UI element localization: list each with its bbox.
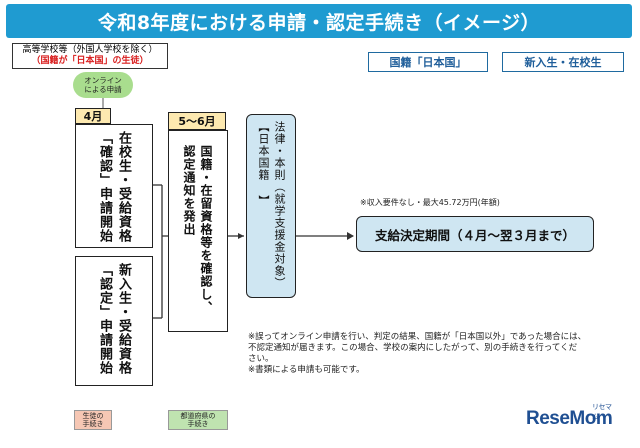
payment-period-box: 支給決定期間（４月〜翌３月まで） bbox=[356, 216, 594, 252]
note-line: 不認定通知が届きます。この場合、学校の案内にしたがって、別の手続きを行ってくだ bbox=[248, 343, 578, 353]
new-students-text: 新入生・受給資格「認定」申請開始 bbox=[97, 263, 131, 375]
arrowhead-final bbox=[347, 232, 354, 240]
income-note: ※収入要件なし・最大45.72万円(年額) bbox=[360, 198, 500, 207]
existing-students-text: 在校生・受給資格「確認」申請開始 bbox=[97, 131, 131, 243]
legend-prefecture-label: 都道府県の手続き bbox=[180, 412, 216, 428]
tag-students: 新入生・在校生 bbox=[502, 52, 624, 72]
existing-students-box: 在校生・受給資格「確認」申請開始 bbox=[75, 124, 153, 248]
payment-period-text: 支給決定期間（４月〜翌３月まで） bbox=[374, 227, 575, 243]
note-line: ※書類による申請も可能です。 bbox=[248, 365, 365, 375]
note-line: ※誤ってオンライン申請を行い、判定の結果、国籍が「日本国以外」であった場合には、 bbox=[248, 332, 587, 342]
tag-nationality: 国籍「日本国」 bbox=[368, 52, 488, 72]
arrowhead-step3 bbox=[238, 233, 244, 239]
subject-line1: 高等学校等（外国人学校を除く） bbox=[22, 45, 158, 55]
prefecture-review-box: 国籍・在留資格等を確認し、認定通知を発出 bbox=[168, 130, 228, 332]
logo-subtext: リセマム bbox=[592, 404, 612, 421]
month-label-may-june: 5〜6月 bbox=[168, 112, 226, 130]
legend-student-label: 生徒の手続き bbox=[82, 412, 104, 428]
legend-prefecture: 都道府県の手続き bbox=[168, 410, 228, 430]
page-title: 令和8年度における申請・認定手続き（イメージ） bbox=[6, 4, 632, 38]
new-students-box: 新入生・受給資格「認定」申請開始 bbox=[75, 256, 153, 386]
note-line: さい。 bbox=[248, 354, 274, 364]
online-badge-label: オンラインによる申請 bbox=[84, 76, 122, 94]
law-basis-text: 法律・本則（就学支援金対象）【日本国籍 】 bbox=[257, 121, 286, 289]
online-application-badge: オンラインによる申請 bbox=[73, 72, 133, 98]
resemom-logo: ReseMom リセマム bbox=[526, 404, 613, 430]
legend-student: 生徒の手続き bbox=[74, 410, 112, 430]
law-basis-box: 法律・本則（就学支援金対象）【日本国籍 】 bbox=[246, 114, 296, 298]
subject-line2: （国籍が「日本国」の生徒） bbox=[31, 56, 149, 66]
month-label-april: 4月 bbox=[75, 108, 111, 124]
prefecture-review-text: 国籍・在留資格等を確認し、認定通知を発出 bbox=[182, 145, 213, 314]
notes: ※誤ってオンライン申請を行い、判定の結果、国籍が「日本国以外」であった場合には、… bbox=[248, 332, 608, 376]
subject-box: 高等学校等（外国人学校を除く） （国籍が「日本国」の生徒） bbox=[12, 43, 168, 69]
logo-text: ReseMom bbox=[526, 408, 613, 429]
